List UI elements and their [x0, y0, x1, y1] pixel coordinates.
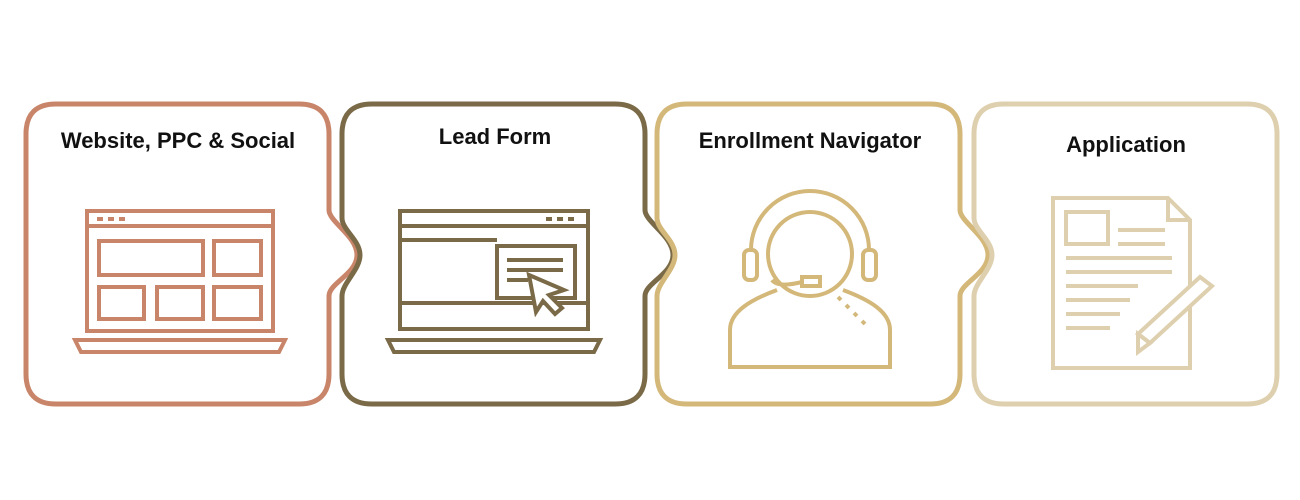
step-card-lead-form: Lead Form [339, 101, 676, 407]
step-card-outline [23, 101, 360, 407]
step-title: Lead Form [439, 124, 551, 149]
step-title: Enrollment Navigator [699, 128, 922, 153]
step-card-outline [654, 101, 991, 407]
document-pencil-icon [1051, 196, 1216, 370]
step-title: Application [1066, 132, 1186, 157]
step-card-enrollment-navigator: Enrollment Navigator [654, 101, 991, 407]
step-card-website: Website, PPC & Social [23, 101, 360, 407]
headset-agent-icon [728, 189, 892, 369]
laptop-website-icon [71, 209, 289, 354]
laptop-form-cursor-icon [384, 209, 604, 354]
step-title: Website, PPC & Social [61, 128, 295, 153]
step-card-application: Application [971, 101, 1280, 407]
step-card-outline [339, 101, 676, 407]
step-card-outline [971, 101, 1280, 407]
